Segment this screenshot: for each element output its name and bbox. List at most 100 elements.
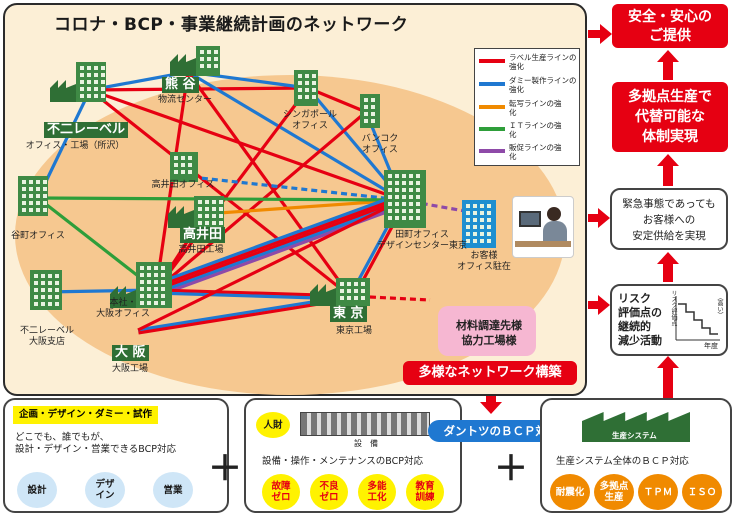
window (87, 66, 91, 70)
window (43, 208, 47, 212)
equipment-illustration (300, 412, 430, 436)
window (388, 209, 392, 213)
window (480, 204, 484, 208)
node-osaka-branch-sub: 不二レーベル 大阪支店 (19, 326, 74, 347)
window (29, 201, 33, 205)
window (480, 232, 484, 236)
window (312, 74, 316, 78)
window (101, 73, 105, 77)
legend-item-it-line: ＩＴラインの強化 (479, 121, 579, 143)
window (473, 211, 477, 215)
window (29, 194, 33, 198)
window (48, 281, 52, 285)
window (154, 287, 158, 291)
window (402, 209, 406, 213)
window (154, 266, 158, 270)
window (388, 195, 392, 199)
risk-step-line (678, 303, 718, 335)
window (487, 225, 491, 229)
legend-label: 転写ラインの強化 (509, 99, 562, 117)
window (298, 74, 302, 78)
customer-desk-illustration (512, 196, 574, 258)
stable-supply-box: 緊急事態であっても お客様への 安定供給を実現 (610, 188, 728, 250)
window (402, 188, 406, 192)
window (87, 80, 91, 84)
bcp-banner: ダントツのＢＣＰ対応 (428, 420, 574, 442)
window (161, 280, 165, 284)
window (402, 195, 406, 199)
desk (515, 241, 571, 247)
window (101, 80, 105, 84)
arrow-right-3 (588, 295, 610, 315)
window (395, 181, 399, 185)
window (161, 301, 165, 305)
window (473, 225, 477, 229)
legend-swatch (479, 82, 505, 86)
window (388, 181, 392, 185)
window (101, 94, 105, 98)
window (55, 288, 59, 292)
window (80, 80, 84, 84)
window (94, 87, 98, 91)
window (298, 88, 302, 92)
window (388, 202, 392, 206)
window (22, 201, 26, 205)
legend-swatch (479, 105, 505, 109)
window (212, 207, 216, 211)
supplier-bubble (438, 306, 536, 356)
arrow-down (480, 396, 502, 414)
talent-badge: 人財 (256, 412, 290, 438)
monitor-icon (519, 211, 541, 227)
window (371, 98, 375, 102)
window (34, 302, 38, 306)
window (305, 88, 309, 92)
window (154, 301, 158, 305)
arrow-up-1 (657, 50, 679, 80)
node-osaka-name: 大 阪 (112, 345, 149, 361)
circle-training: 教育 訓練 (406, 474, 444, 510)
link-fuji-toky (89, 88, 351, 298)
legend-label: ダミー製作ラインの強化 (509, 76, 577, 94)
supplier-label: 材料調達先様 協力工場様 (456, 319, 522, 347)
window (416, 174, 420, 178)
window (87, 73, 91, 77)
window (205, 207, 209, 211)
network-banner: 多様なネットワーク構築 (403, 361, 577, 385)
window (340, 282, 344, 286)
window (487, 211, 491, 215)
circle-iso: ＩＳＯ (682, 474, 722, 510)
window (402, 181, 406, 185)
window (219, 214, 223, 218)
window (48, 302, 52, 306)
window (416, 216, 420, 220)
window (101, 87, 105, 91)
legend: ラベル生産ラインの強化 ダミー製作ラインの強化 転写ラインの強化 ＩＴラインの強… (474, 48, 580, 166)
window (219, 207, 223, 211)
link-osF-tama (137, 198, 403, 332)
window (34, 288, 38, 292)
window (147, 287, 151, 291)
equipment-text: 設備・操作・メンテナンスのBCP対応 (262, 456, 424, 467)
safety-box: 安全・安心の ご提供 (612, 4, 728, 48)
plus-2: ＋ (494, 449, 528, 489)
window (409, 209, 413, 213)
window (371, 105, 375, 109)
link-osHQ-tama (156, 201, 404, 295)
window (354, 289, 358, 293)
window (409, 202, 413, 206)
window (466, 218, 470, 222)
window (80, 94, 84, 98)
window (174, 170, 178, 174)
window (147, 294, 151, 298)
node-tamachi-sub: 田町オフィス デザインセンター東京 (376, 230, 467, 251)
window (298, 95, 302, 99)
circle-zero-defect: 不良 ゼロ (310, 474, 348, 510)
link-sing-osHQ (154, 87, 310, 291)
window (43, 187, 47, 191)
window (94, 73, 98, 77)
window (80, 87, 84, 91)
production-system-text: 生産システム全体のＢＣＰ対応 (556, 456, 689, 467)
window (347, 296, 351, 300)
window (361, 282, 365, 286)
window (29, 180, 33, 184)
